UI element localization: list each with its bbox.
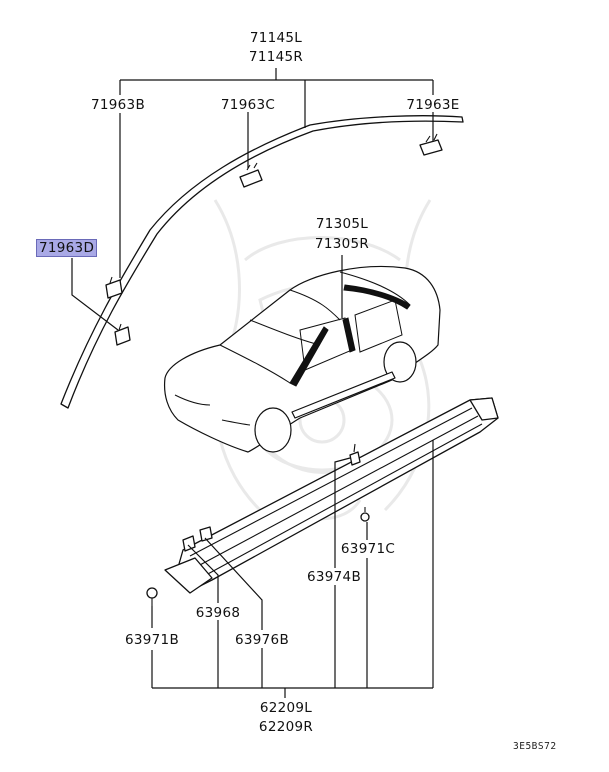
car-outline [163, 265, 441, 453]
clip-71963b [105, 276, 123, 299]
diagram-code: 3E5BS72 [513, 741, 557, 752]
clip-71963c [239, 162, 263, 188]
screw-63971b [146, 587, 158, 606]
label-71963d-highlighted: 71963D [36, 239, 98, 257]
label-71305l: 71305L [315, 216, 369, 232]
label-62209l: 62209L [259, 700, 313, 716]
label-63974b: 63974B [306, 569, 362, 585]
label-71145r: 71145R [248, 49, 304, 65]
label-63971b: 63971B [124, 632, 180, 648]
label-71145l: 71145L [249, 30, 303, 46]
label-63976b: 63976B [234, 632, 290, 648]
clip-63976b [199, 526, 213, 542]
label-71963e: 71963E [406, 97, 460, 113]
label-71305r: 71305R [314, 236, 370, 252]
clip-63968 [182, 535, 196, 552]
side-sill-garnish [164, 397, 499, 594]
clip-71963e [419, 133, 443, 156]
label-63968: 63968 [195, 605, 241, 621]
leader-lines [71, 68, 434, 698]
screw-63971c [360, 507, 370, 522]
label-71963c: 71963C [220, 97, 276, 113]
roof-molding-strip [60, 115, 464, 409]
label-62209r: 62209R [258, 719, 314, 735]
fastener-63974b [349, 443, 361, 466]
label-71963b: 71963B [90, 97, 146, 113]
clip-71963d [114, 323, 131, 346]
label-63971c: 63971C [340, 541, 396, 557]
